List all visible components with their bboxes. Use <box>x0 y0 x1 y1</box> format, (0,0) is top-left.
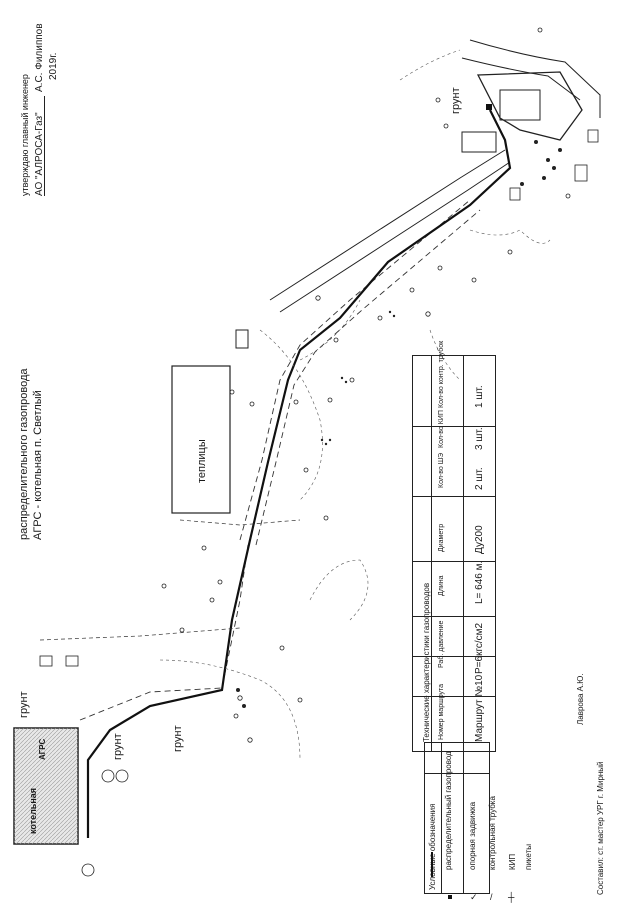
tech-header-she: Кол-во ШЭ <box>438 452 445 488</box>
tech-cell-route: Маршрут №10 <box>474 674 485 742</box>
composed-by: Составил: ст. мастер УРГ г. Мирный <box>596 761 605 895</box>
agrs-label: АГРС <box>38 738 47 760</box>
tech-characteristics-table <box>412 355 496 752</box>
tech-header-route: Номер маршрута <box>438 683 445 740</box>
slash-icon: / <box>490 892 493 902</box>
valve-marker <box>486 104 492 110</box>
tech-header-kip: Кол-во КИП <box>438 410 445 448</box>
ground-label-3: грунт <box>112 733 124 760</box>
check-icon: ✓ <box>470 892 478 902</box>
greenhouse-building <box>171 365 231 514</box>
tech-header-diameter: Диаметр <box>438 523 445 552</box>
approval-line: утверждаю главный инженер <box>20 74 30 196</box>
approval-signer: А.С. Филиппов <box>34 23 45 92</box>
approval-year: 2019г. <box>48 52 59 80</box>
square-icon <box>448 895 452 899</box>
title-line-1: распределительного газопровода <box>18 368 30 541</box>
agrs-compound <box>476 71 583 141</box>
tech-header-pressure: Раб. давление <box>438 620 445 668</box>
legend-item-pipeline: распределительный газопровод <box>444 751 453 870</box>
tech-cell-diameter: Ду200 <box>474 525 485 554</box>
legend-item-kip: КИП <box>508 853 517 870</box>
greenhouse-label: теплицы <box>196 439 208 483</box>
legend-table <box>424 742 490 894</box>
legend-item-control-tube: контрольная трубка <box>488 796 497 870</box>
tech-cell-pressure: Р=6кгс/см2 <box>474 622 485 674</box>
tech-header-length: Длина <box>438 575 445 597</box>
gas-pipeline <box>86 109 512 838</box>
signature-line <box>44 96 45 196</box>
tech-cell-she: 2 шт. <box>474 467 485 490</box>
legend-symbols <box>431 852 433 877</box>
tech-cell-length: L= 646 м. <box>474 560 485 604</box>
author-name: Лаврова А.Ю. <box>576 673 585 725</box>
tech-table-title: Технические характеристики газопроводов <box>422 582 431 742</box>
ground-label-4: грунт <box>172 725 184 752</box>
tech-header-tubes: Кол-во контр. трубок <box>438 340 445 408</box>
tech-cell-kip: 3 шт. <box>474 427 485 450</box>
ground-label-1: грунт <box>450 87 462 114</box>
road-edge <box>269 149 506 301</box>
legend-item-pickets: пикеты <box>524 844 533 870</box>
title-line-2: АГРС - котельная п. Светлый <box>32 390 44 540</box>
legend-item-valve: опорная задвижка <box>468 801 477 870</box>
ground-label-2: грунт <box>18 691 30 718</box>
tech-cell-tubes: 1 шт. <box>474 385 485 408</box>
picket-icon: ┼ <box>508 892 515 902</box>
boiler-label: котельная <box>28 787 38 834</box>
